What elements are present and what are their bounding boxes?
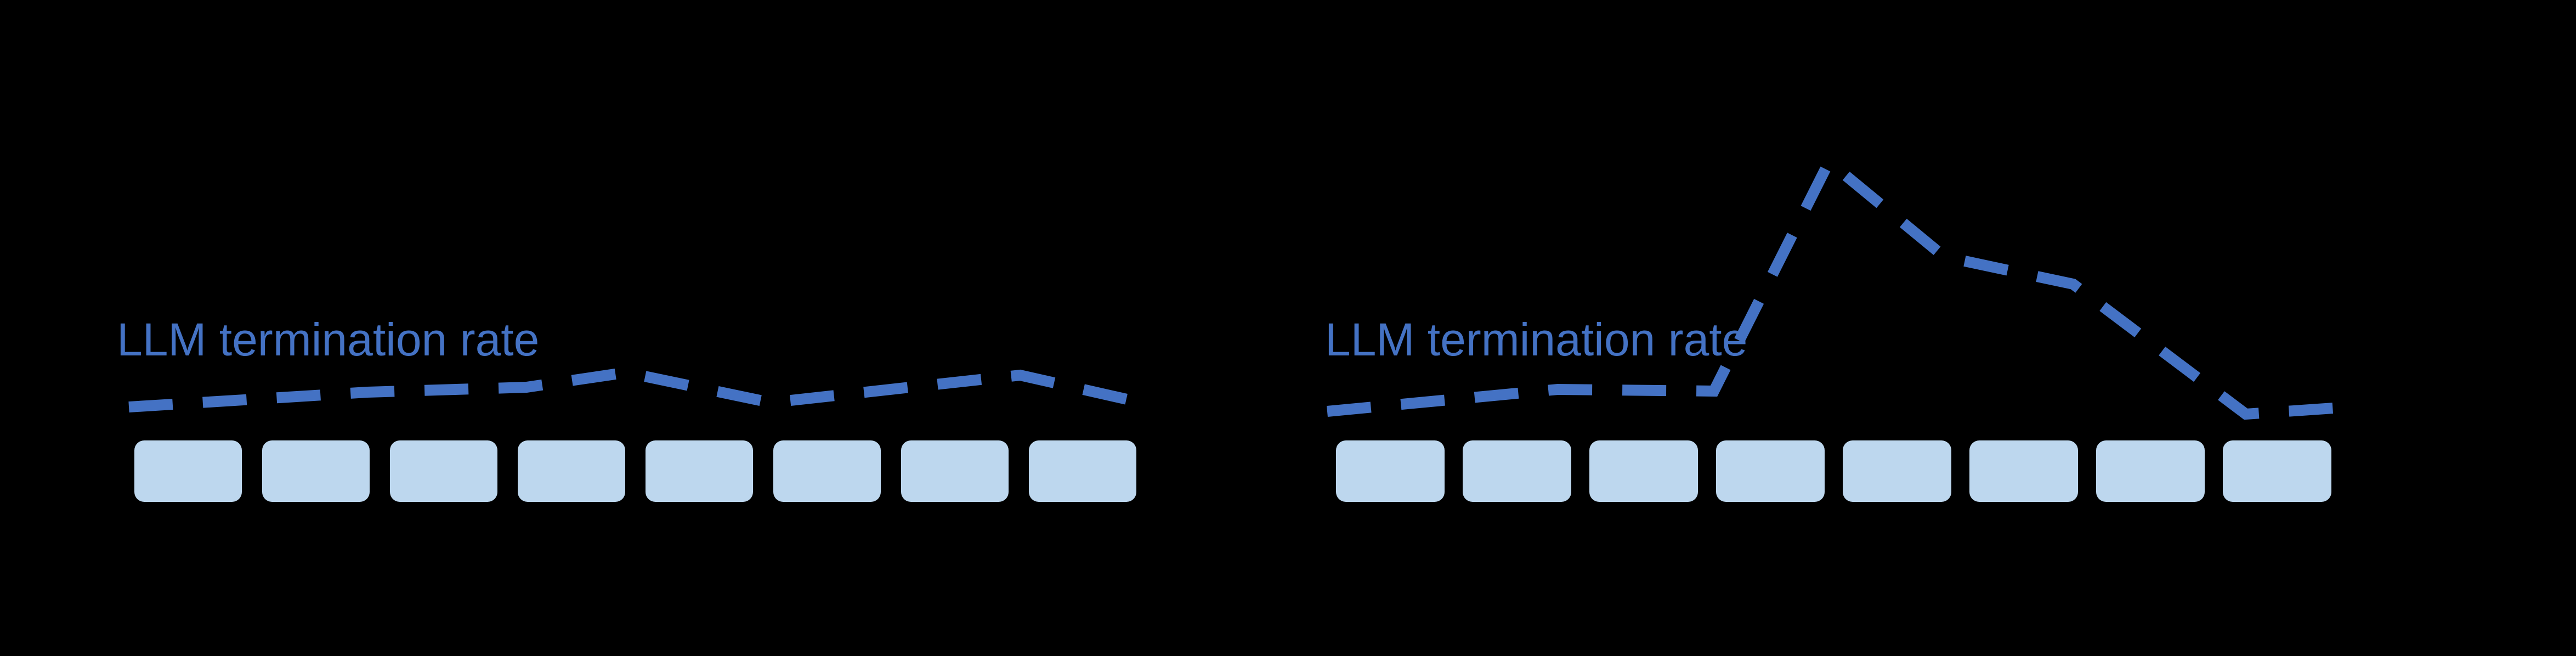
message-box bbox=[262, 440, 370, 502]
message-box bbox=[1029, 440, 1136, 502]
message-box bbox=[518, 440, 625, 502]
message-box bbox=[1463, 440, 1571, 502]
message-box bbox=[1969, 440, 2078, 502]
message-box bbox=[1336, 440, 1445, 502]
message-box bbox=[134, 440, 242, 502]
message-box bbox=[1716, 440, 1825, 502]
message-box bbox=[1589, 440, 1698, 502]
right-termination-rate-label: LLM termination rate bbox=[1325, 314, 1748, 365]
termination-rate-line bbox=[128, 366, 1148, 412]
termination-rate-line bbox=[1327, 153, 2351, 420]
message-box bbox=[901, 440, 1009, 502]
panel-left bbox=[128, 366, 1148, 502]
message-box bbox=[390, 440, 497, 502]
message-box bbox=[646, 440, 753, 502]
message-box bbox=[1843, 440, 1951, 502]
message-box bbox=[2096, 440, 2205, 502]
left-termination-rate-label: LLM termination rate bbox=[117, 314, 540, 365]
panel-right bbox=[1327, 153, 2351, 502]
message-box bbox=[773, 440, 881, 502]
message-box bbox=[2223, 440, 2331, 502]
